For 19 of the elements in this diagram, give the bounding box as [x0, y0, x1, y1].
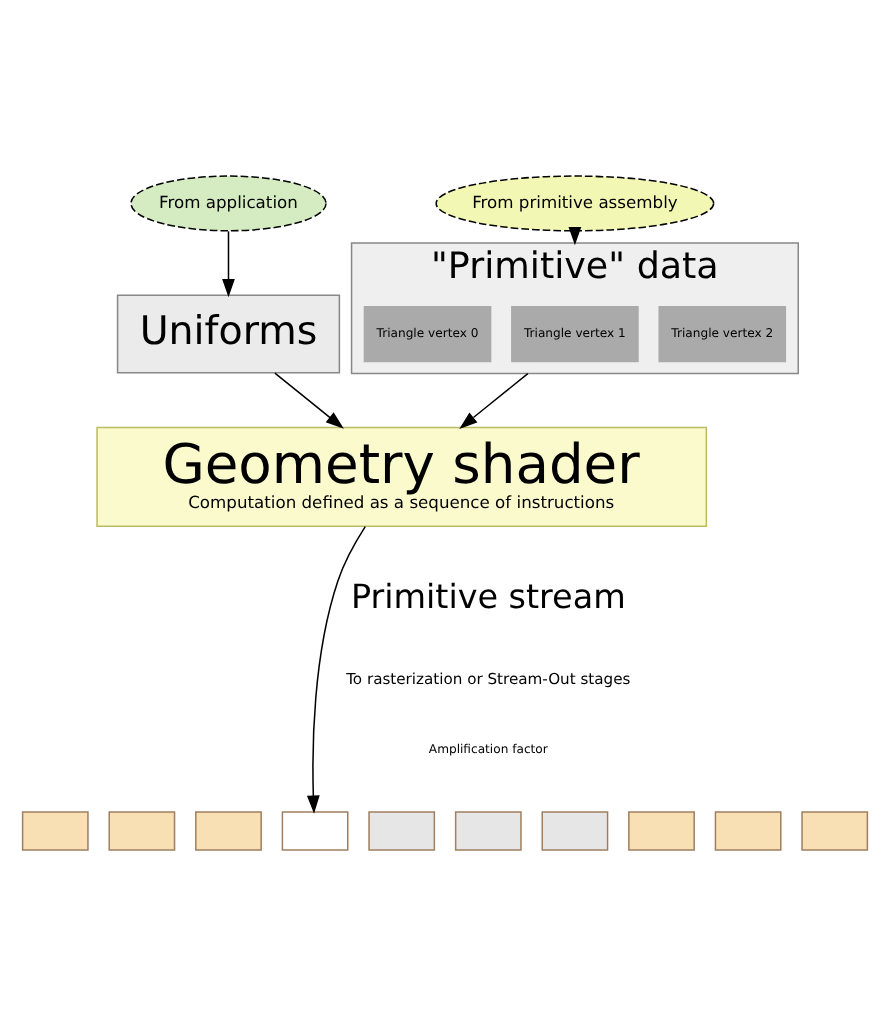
node-ellipse: From application — [130, 174, 327, 231]
node-box — [801, 810, 869, 850]
node-box — [454, 810, 522, 850]
node-box — [195, 810, 262, 850]
node-box: Geometry shader Computation defined as a sequence of instructions — [96, 425, 708, 527]
node-box — [108, 810, 176, 850]
node-box — [541, 810, 609, 850]
arrow — [306, 524, 366, 813]
label: To rasterization or Stream-Out stages — [346, 669, 631, 688]
node-box — [281, 810, 349, 850]
node-box — [628, 810, 695, 850]
arrow — [274, 371, 344, 428]
node-box — [368, 810, 436, 850]
label: Primitive stream — [350, 574, 626, 615]
node-box — [21, 810, 89, 850]
arrow — [222, 229, 235, 297]
node-box — [714, 810, 782, 850]
arrow — [459, 371, 529, 428]
node-box: Uniforms — [116, 293, 341, 373]
